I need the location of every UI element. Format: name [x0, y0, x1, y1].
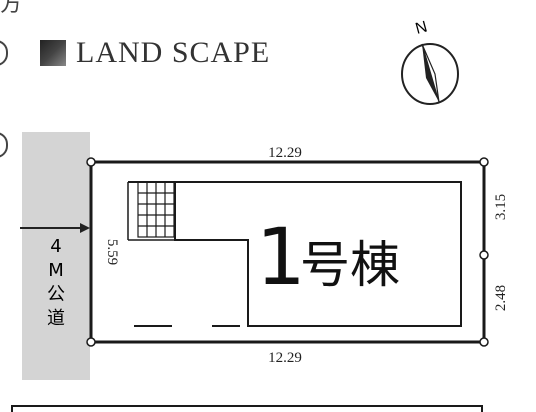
stair-grid: [137, 181, 175, 238]
legend: LAND SCAPE: [40, 36, 270, 70]
legend-swatch: [40, 40, 66, 66]
dimension-left: 5.59: [104, 239, 120, 265]
dimension-right-lower: 2.48: [493, 285, 509, 311]
road-strip: [22, 132, 90, 380]
building-number: 1: [256, 213, 306, 303]
building-suffix: 号棟: [300, 236, 400, 294]
dimension-top: 12.29: [268, 145, 302, 161]
bottom-frame: [11, 405, 483, 412]
legend-label: LAND SCAPE: [76, 36, 271, 69]
road-label-char: M: [48, 260, 64, 281]
road-label-char: 道: [47, 308, 65, 329]
compass-letter: N: [414, 18, 430, 37]
north-arrow-icon: N: [401, 18, 459, 105]
road-label-char: 公: [47, 284, 65, 305]
road-label-char: 4: [50, 236, 61, 257]
header-fragment-text: 方: [0, 0, 23, 16]
dimension-right-upper: 3.15: [493, 194, 509, 220]
dimension-bottom: 12.29: [268, 350, 302, 366]
